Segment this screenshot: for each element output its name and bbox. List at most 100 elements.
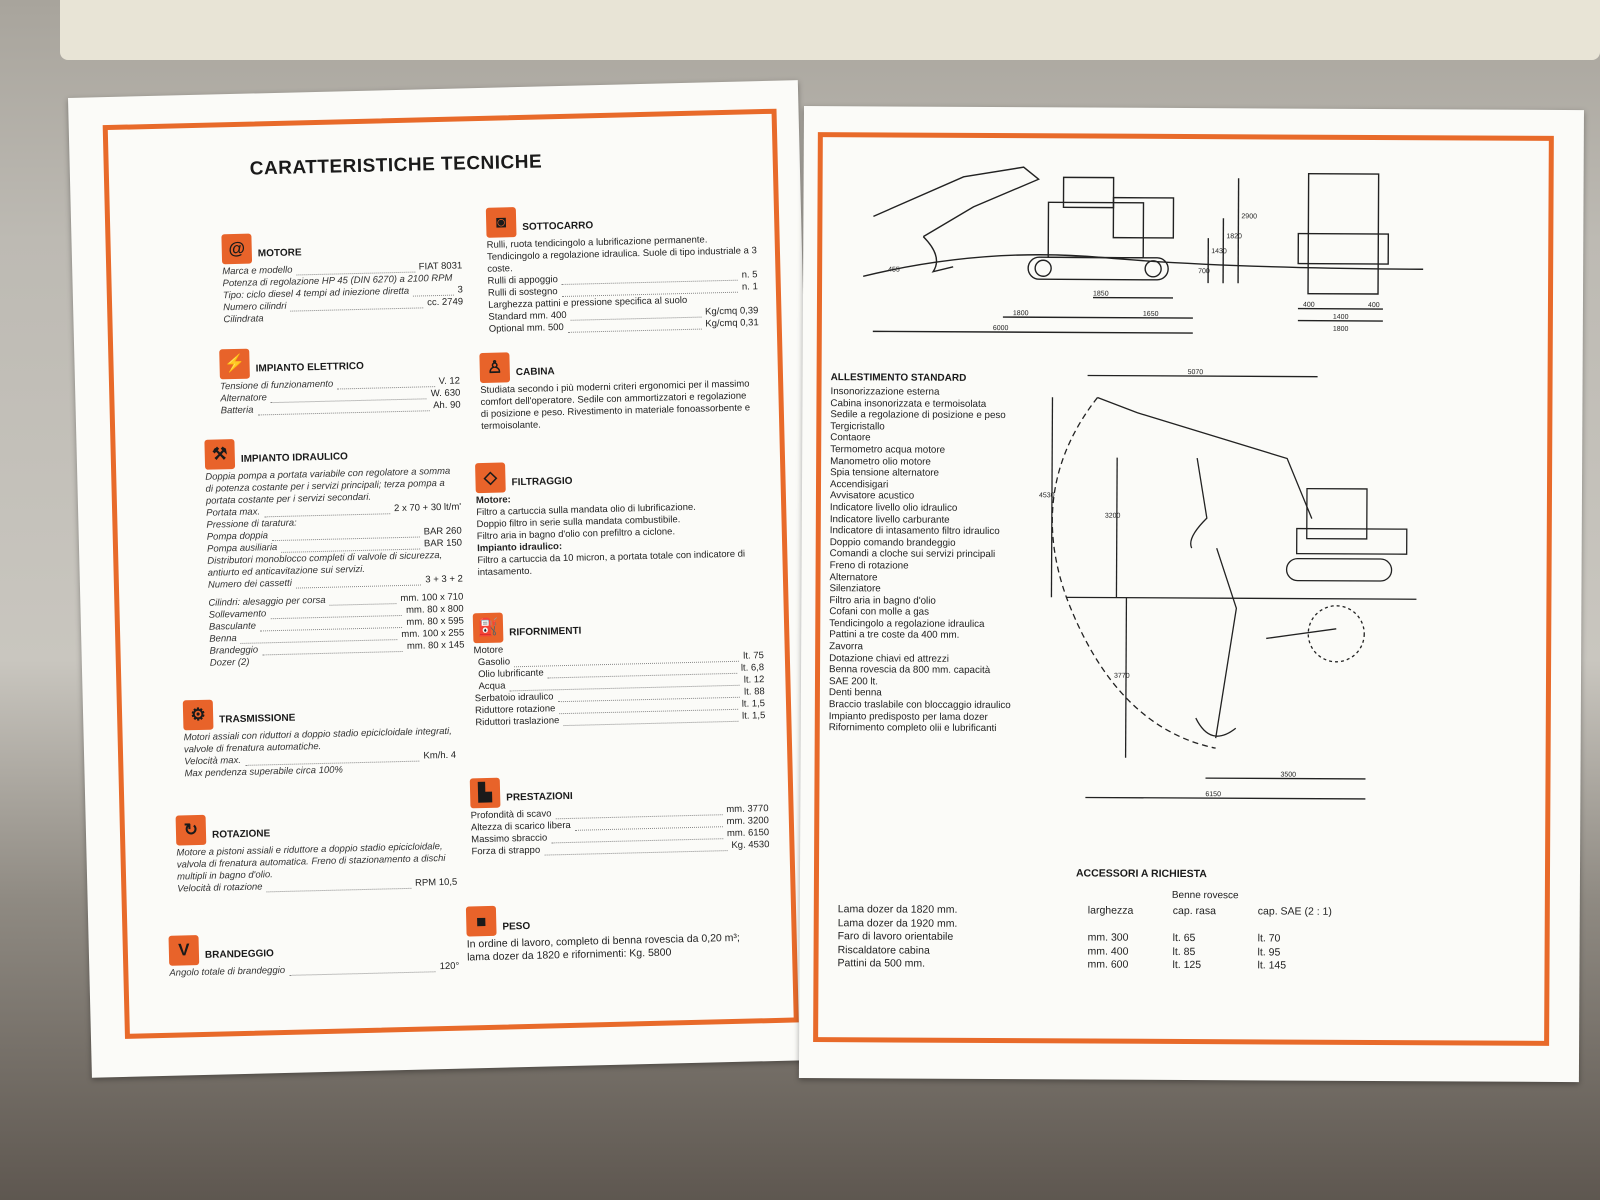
dimension-label: 1800 (1333, 326, 1349, 333)
lightning-icon: ⚡ (219, 348, 250, 380)
spec-value: 2 x 70 + 30 lt/m' (393, 501, 462, 515)
dimension-label: 2900 (1241, 213, 1257, 220)
section-brandeggio: V BRANDEGGIO Angolo totale di brandeggio… (168, 929, 459, 980)
list-item: Indicatore livello carburante (829, 513, 950, 526)
spec-value: Ah. 90 (433, 399, 461, 412)
spec-label: Dozer (2) (209, 656, 250, 669)
table-cell: lt. 65 (1172, 932, 1196, 945)
section-title: FILTRAGGIO (511, 475, 573, 489)
spec-value: 3 + 3 + 2 (425, 573, 464, 586)
spec-value: Km/h. 4 (423, 749, 457, 762)
rotation-arrow-icon: ↻ (175, 814, 207, 846)
spec-value: V. 12 (438, 375, 461, 388)
list-item: Insonorizzazione esterna (830, 386, 940, 398)
list-item: Braccio traslabile con bloccaggio idraul… (828, 699, 1011, 712)
dimension-label: 1430 (1211, 248, 1227, 255)
section-title: BRANDEGGIO (204, 948, 275, 961)
list-item: Comandi a cloche sui servizi principali (829, 548, 996, 561)
spec-label: Riduttori traslazione (475, 715, 560, 729)
spec-label: Velocità di rotazione (177, 881, 263, 895)
left-page: CARATTERISTICHE TECNICHE @ MOTORE Marca … (68, 80, 822, 1078)
spec-value: 3 (457, 284, 463, 296)
spec-value: Kg. 4530 (731, 839, 770, 852)
section-title: ROTAZIONE (211, 828, 271, 841)
gears-icon: ⚙ (182, 699, 214, 731)
dimension-label: 400 (1303, 302, 1315, 309)
section-impianto-elettrico: ⚡ IMPIANTO ELETTRICO Tensione di funzion… (219, 344, 461, 418)
accessori-title: ACCESSORI A RICHIESTA (1075, 867, 1207, 881)
list-item: Doppio comando brandeggio (829, 536, 956, 549)
list-item: Filtro aria in bagno d'olio (829, 594, 936, 607)
spec-label: Numero dei cassetti (207, 577, 293, 591)
spec-value: lt. 75 (743, 650, 764, 662)
section-title: RIFORNIMENTI (509, 625, 582, 639)
section-title: IMPIANTO IDRAULICO (240, 451, 349, 465)
list-item: Spia tensione alternatore (830, 467, 940, 479)
spec-value: mm. 3770 (726, 803, 769, 816)
dimension-label: 1650 (1143, 311, 1159, 318)
table-cell: lt. 70 (1257, 932, 1281, 945)
accessory-item: Lama dozer da 1820 mm. (837, 903, 958, 916)
spec-value: n. 5 (741, 269, 758, 281)
spec-value: lt. 6,8 (740, 662, 765, 674)
spec-label: Batteria (220, 404, 254, 417)
allestimento-list: Insonorizzazione esterna Cabina insonori… (829, 386, 1013, 735)
spec-label: Optional mm. 500 (488, 321, 564, 335)
list-item: Sedile a regolazione di posizione e peso (830, 409, 1006, 422)
list-item: Avvisatore acustico (829, 490, 915, 502)
dimension-label: 3500 (1280, 772, 1296, 779)
spec-value: lt. 1,5 (741, 698, 766, 710)
list-item: Rifornimento completo olii e lubrificant… (828, 722, 997, 735)
list-item: Denti benna (828, 687, 882, 699)
list-item: Benna rovescia da 800 mm. capacità (829, 664, 991, 677)
table-row: Pattini da 500 mm. mm. 600 lt. 125 lt. 1… (833, 957, 1335, 973)
spec-value: BAR 260 (423, 525, 462, 538)
spec-value: mm. 80 x 145 (406, 639, 465, 652)
list-item: Indicatore di intasamento filtro idrauli… (829, 525, 1000, 538)
spec-label: Cilindrata (223, 313, 264, 326)
spec-value: lt. 12 (743, 674, 765, 686)
section-title: IMPIANTO ELETTRICO (255, 360, 364, 375)
table-cell: lt. 145 (1257, 959, 1287, 972)
list-item: Dotazione chiavi ed attrezzi (829, 652, 949, 665)
list-item: Cofani con molle a gas (829, 606, 930, 618)
list-item: SAE 200 lt. (828, 675, 879, 688)
spec-value: Kg/cmq 0,31 (705, 317, 759, 330)
section-title: CABINA (515, 366, 555, 379)
background-object (60, 0, 1600, 60)
list-item: Zavorra (829, 641, 863, 653)
accessory-item: Lama dozer da 1920 mm. (837, 916, 958, 930)
dimension-label: 1820 (1226, 233, 1242, 240)
list-item: Pattini a tre coste da 400 mm. (829, 629, 960, 642)
list-item: Termometro acqua motore (830, 444, 946, 456)
spec-label: Numero cilindri (223, 300, 287, 314)
list-item: Cabina insonorizzata e termoisolata (830, 397, 987, 410)
section-filtraggio: ◇ FILTRAGGIO Motore: Filtro a cartuccia … (475, 456, 760, 579)
list-item: Freno di rotazione (829, 560, 909, 572)
spec-value: mm. 6150 (726, 827, 770, 840)
fuel-pump-icon: ⛽ (472, 612, 504, 644)
spec-label: Sollevamento (208, 608, 267, 621)
allestimento-title: ALLESTIMENTO STANDARD (830, 372, 967, 384)
right-page: 1800 1850 1650 6000 2900 1820 1430 700 4… (798, 106, 1584, 1083)
spec-value: RPM 10,5 (414, 876, 458, 889)
column-header: cap. SAE (2 : 1) (1257, 905, 1332, 918)
dimension-label: 1400 (1333, 314, 1349, 321)
dimension-label: 3200 (1105, 513, 1121, 520)
spec-label: Acqua (478, 680, 506, 693)
spec-value: mm. 3200 (726, 815, 769, 828)
section-sottocarro: ◙ SOTTOCARRO Rulli, ruota tendicingolo a… (485, 201, 759, 336)
section-impianto-idraulico: ⚒ IMPIANTO IDRAULICO Doppia pompa a port… (204, 434, 465, 670)
table-cell: mm. 600 (1087, 958, 1129, 971)
list-item: Tergicristallo (830, 420, 885, 433)
filter-icon: ◇ (475, 462, 506, 494)
section-title: PRESTAZIONI (506, 790, 573, 804)
list-item: Contaore (830, 432, 871, 444)
list-item: Accendisigari (829, 478, 889, 491)
table-cell: lt. 125 (1172, 959, 1202, 972)
accessory-item: Pattini da 500 mm. (837, 957, 926, 970)
section-title: TRASMISSIONE (219, 712, 296, 726)
spiral-icon: @ (221, 233, 253, 265)
section-title: MOTORE (257, 247, 302, 260)
table-cell: lt. 85 (1172, 945, 1196, 958)
